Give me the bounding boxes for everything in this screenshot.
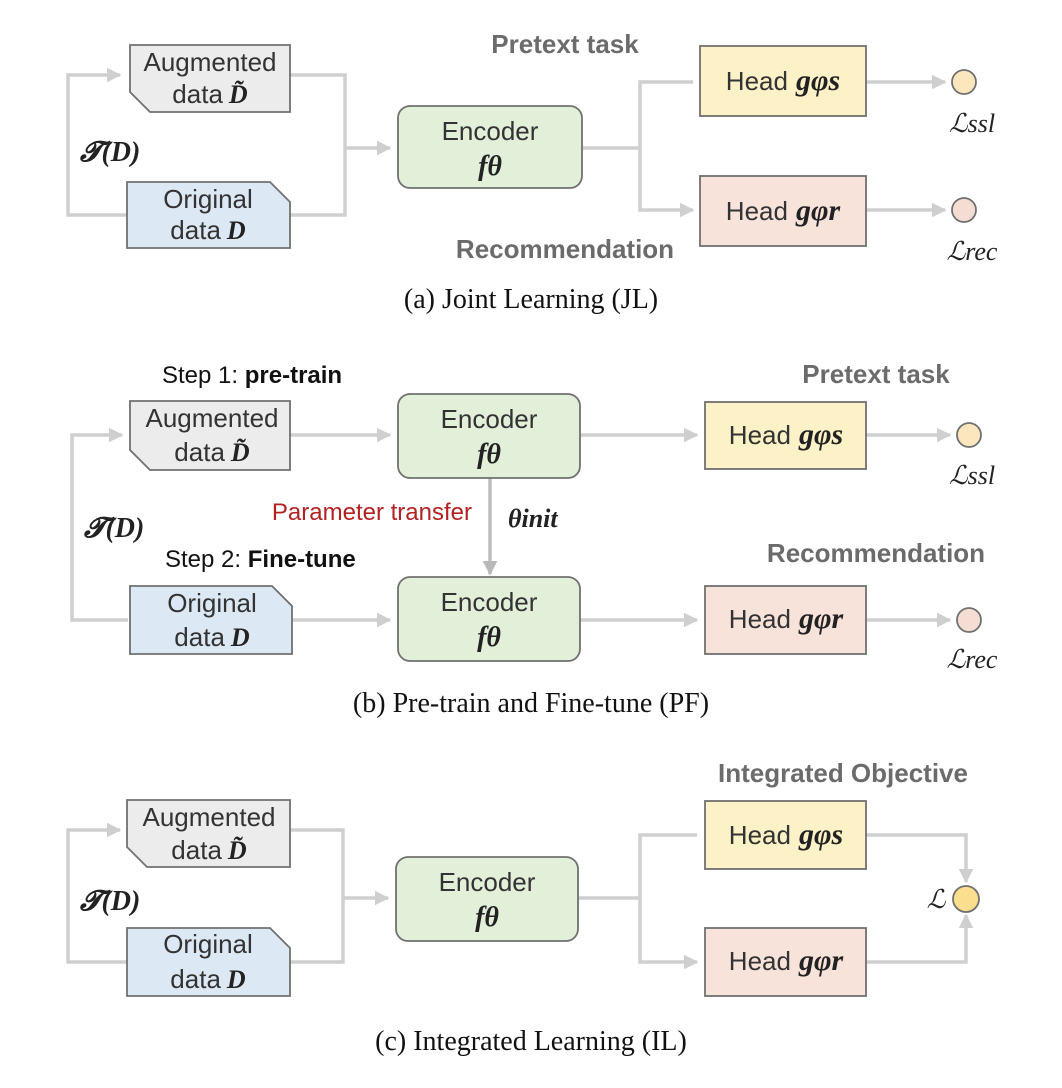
pf-step2-label: Fine-tune — [248, 546, 356, 573]
il-split-wire — [578, 833, 697, 962]
pf-encoder-pretrain-node: Encoder fθ — [397, 393, 581, 479]
jl-split-wire — [582, 80, 693, 210]
panel-pretrain-finetune: Step 1: pre-train Step 2: Fine-tune Augm… — [70, 359, 998, 719]
svg-text:Original: Original — [163, 929, 253, 959]
svg-text:Augmented: Augmented — [146, 403, 279, 433]
il-objective-label: Integrated Objective — [718, 758, 968, 788]
il-head-ssl-to-loss — [866, 833, 974, 884]
il-loss-label: ℒ — [927, 885, 947, 914]
pf-loss-ssl-label: ℒssl — [949, 461, 995, 490]
il-head-rec-to-loss — [866, 913, 974, 964]
svg-text:Augmented: Augmented — [143, 802, 276, 832]
svg-text:fθ: fθ — [478, 151, 502, 182]
il-loss-node — [952, 885, 980, 913]
pf-transform-loop — [70, 427, 128, 622]
il-caption: (c) Integrated Learning (IL) — [375, 1026, 687, 1057]
il-encoder-node: Encoder fθ — [395, 856, 579, 942]
svg-text:Encoder: Encoder — [441, 404, 538, 434]
pf-rec-label: Recommendation — [767, 538, 985, 568]
jl-encoder-node: Encoder fθ — [397, 105, 583, 189]
svg-text:Step 2: Fine-tune: Step 2: Fine-tune — [165, 546, 356, 573]
svg-text:fθ: fθ — [477, 439, 501, 470]
pf-theta-init-label: θinit — [508, 504, 558, 533]
svg-text:Step 1: pre-train: Step 1: pre-train — [162, 362, 342, 389]
jl-merge-wire — [290, 73, 390, 217]
pf-transform-label: 𝓣(D) — [84, 513, 144, 544]
jl-loss-rec-node — [951, 197, 977, 223]
svg-text:Encoder: Encoder — [441, 587, 538, 617]
svg-text:fθ: fθ — [477, 622, 501, 653]
pf-pretext-label: Pretext task — [802, 359, 950, 389]
svg-text:Encoder: Encoder — [439, 867, 536, 897]
il-transform-label: 𝓣(D) — [80, 886, 140, 917]
svg-text:fθ: fθ — [475, 902, 499, 933]
pf-loss-rec-label: ℒrec — [947, 645, 998, 674]
svg-text:Encoder: Encoder — [442, 116, 539, 146]
il-transform-loop — [66, 822, 128, 964]
pf-encoder-finetune-node: Encoder fθ — [397, 576, 581, 662]
jl-orig-line1: Original — [163, 184, 253, 214]
jl-pretext-label: Pretext task — [491, 29, 639, 59]
pf-step1-label: pre-train — [245, 362, 342, 389]
svg-text:Original: Original — [167, 588, 257, 618]
jl-transform-label: 𝓣(D) — [80, 137, 140, 168]
jl-transform-loop — [66, 67, 128, 217]
jl-caption: (a) Joint Learning (JL) — [404, 284, 658, 315]
pf-loss-rec-node — [956, 607, 982, 633]
pf-transfer-label: Parameter transfer — [272, 499, 472, 526]
pf-caption: (b) Pre-train and Fine-tune (PF) — [353, 688, 709, 719]
jl-aug-line1: Augmented — [144, 47, 277, 77]
pf-loss-ssl-node — [956, 422, 982, 448]
jl-rec-label: Recommendation — [456, 234, 674, 264]
jl-loss-rec-label: ℒrec — [947, 237, 998, 266]
jl-loss-ssl-label: ℒssl — [949, 109, 995, 138]
il-merge-wire — [290, 828, 388, 964]
jl-loss-ssl-node — [951, 69, 977, 95]
